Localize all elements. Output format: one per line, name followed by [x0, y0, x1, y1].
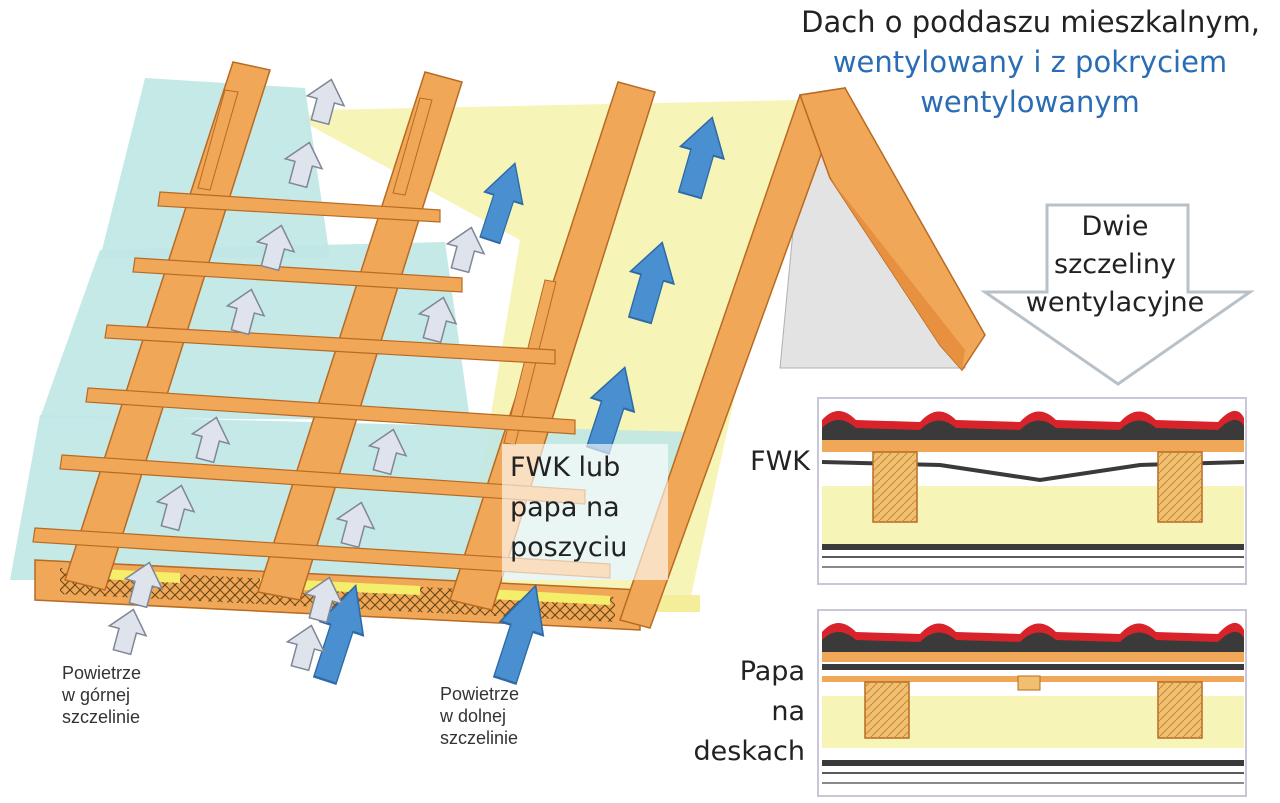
- gap-callout-label: Dwie szczeliny wentylacyjne: [1010, 208, 1220, 322]
- title-line-3: wentylowanym: [920, 85, 1140, 119]
- roof-label-line-1: FWK lub: [510, 452, 621, 483]
- air-upper-line-2: w górnej: [62, 685, 131, 705]
- title-line-1: Dach o poddaszu mieszkalnym,: [801, 5, 1260, 39]
- detail-fwk-label: FWK: [750, 446, 810, 477]
- air-lower-line-3: szczelinie: [440, 728, 519, 748]
- detail-papa-line-3: deskach: [693, 736, 805, 767]
- air-lower-line-1: Powietrze: [440, 684, 520, 704]
- detail-papa-line-2: na: [771, 696, 805, 727]
- gap-callout-line-2: szczeliny: [1054, 249, 1176, 280]
- rafters: [64, 61, 986, 629]
- roof-label-backdrop: [502, 444, 668, 580]
- detail-papa-label: Papa na deskach: [650, 652, 805, 772]
- gap-callout-line-3: wentylacyjne: [1025, 287, 1205, 318]
- battens: [32, 191, 611, 579]
- detail-papa-line-1: Papa: [739, 656, 805, 687]
- roof-label-line-2: papa na: [510, 492, 620, 523]
- air-lower-gap-label: Powietrze w dolnej szczelinie: [440, 683, 519, 749]
- roof-label-line-3: poszyciu: [510, 532, 628, 563]
- air-upper-line-3: szczelinie: [62, 707, 141, 727]
- air-upper-gap-label: Powietrze w górnej szczelinie: [62, 662, 141, 728]
- roof-label: FWK lub papa na poszyciu: [510, 448, 670, 568]
- diagram-title: Dach o poddaszu mieszkalnym, wentylowany…: [740, 2, 1260, 122]
- gap-callout-line-1: Dwie: [1081, 211, 1149, 242]
- title-line-2: wentylowany i z pokryciem: [832, 45, 1228, 79]
- detail-fwk: [817, 397, 1247, 585]
- gap-callout-arrow: [980, 203, 1255, 386]
- detail-papa: [817, 609, 1247, 797]
- air-lower-line-2: w dolnej: [440, 706, 507, 726]
- air-upper-line-1: Powietrze: [62, 663, 142, 683]
